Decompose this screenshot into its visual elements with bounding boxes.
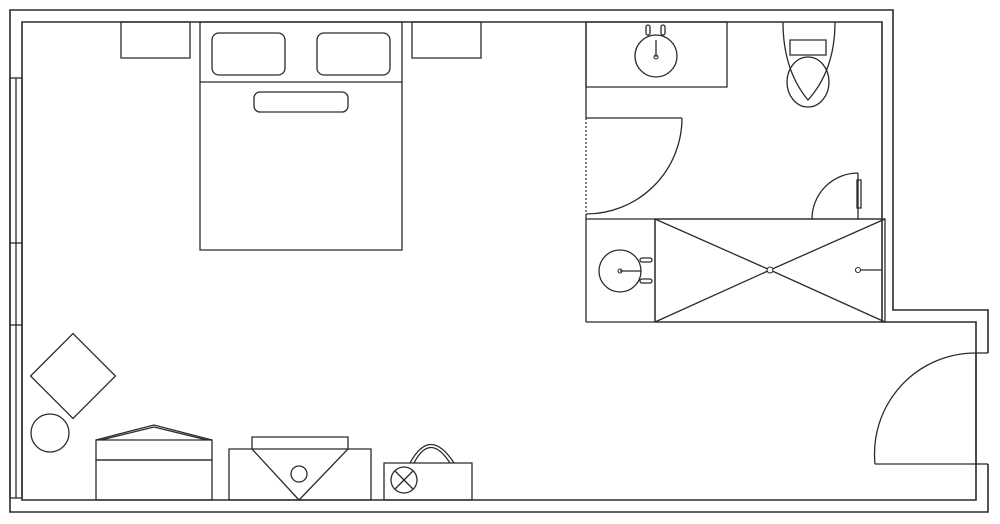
- tub-drain: [767, 267, 773, 273]
- armchair[interactable]: [31, 334, 116, 419]
- corner-desk: [229, 437, 371, 500]
- luggage-rack: [384, 445, 472, 501]
- pillow-left: [212, 33, 285, 75]
- cabinet-door[interactable]: [812, 173, 861, 219]
- entry-door[interactable]: [875, 353, 989, 464]
- bolster-pillow: [254, 92, 348, 112]
- bathtub: [655, 219, 885, 322]
- exterior-walls: [10, 10, 988, 512]
- toilet: [783, 22, 835, 107]
- bathroom-door[interactable]: [586, 118, 682, 214]
- bathroom-walls: [586, 22, 882, 322]
- left-window: [10, 78, 22, 498]
- dresser: [96, 425, 212, 500]
- corner-sink: [599, 250, 652, 292]
- stool: [291, 466, 307, 482]
- pillow-right: [317, 33, 390, 75]
- double-bed[interactable]: [200, 22, 402, 250]
- side-table: [31, 414, 69, 452]
- nightstand-left: [121, 22, 190, 58]
- wall-sink: [586, 22, 727, 87]
- nightstand-right: [412, 22, 481, 58]
